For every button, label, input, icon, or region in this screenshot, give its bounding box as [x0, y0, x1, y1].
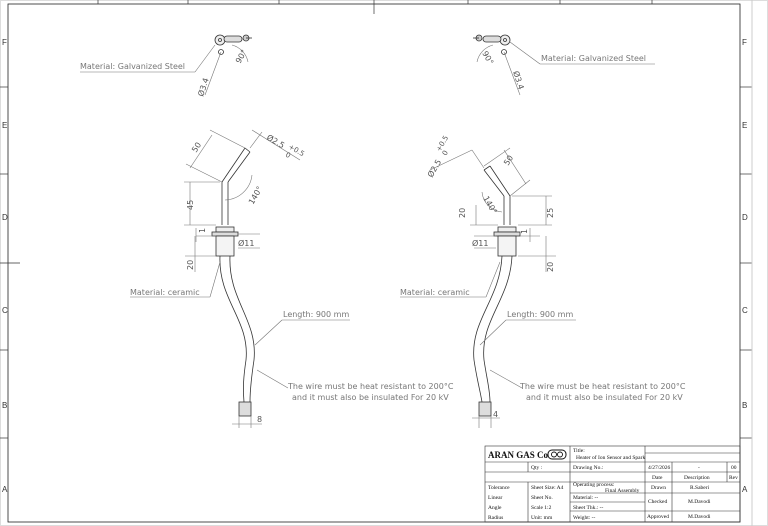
right-dim-20-b: 20: [546, 262, 555, 272]
right-electrode: [483, 165, 521, 257]
right-material-top: Material: Galvanized Steel: [541, 54, 646, 63]
zone-label-e-right: E: [742, 121, 747, 130]
company-logo: [547, 449, 567, 460]
col-description: Description: [684, 475, 710, 481]
zone-label-c-right: C: [742, 306, 748, 315]
title-block: ARAN GAS Co. Title: Heater of Ion Sensor…: [484, 445, 741, 523]
zone-label-d-right: D: [742, 213, 748, 222]
right-dim-11: Ø11: [472, 238, 488, 248]
scale: Scale 1:2: [531, 505, 552, 511]
right-dim-4: 4: [493, 410, 498, 419]
title-value: Heater of Ion Sensor and Spark: [576, 454, 645, 461]
qty-label: Qty :: [531, 465, 543, 471]
left-material-top: Material: Galvanized Steel: [80, 62, 185, 71]
left-dim-8: 8: [257, 415, 262, 424]
left-dim-20: 20: [186, 260, 195, 270]
sheet-size: Sheet Size: A4: [531, 485, 564, 491]
right-material-ceramic: Material: ceramic: [400, 288, 470, 297]
left-wire-note-1: The wire must be heat resistant to 200°C: [287, 382, 454, 391]
tolerance-label: Tolerance: [488, 485, 510, 491]
right-dim-25: 25: [546, 208, 555, 218]
zone-label-f-right: F: [742, 38, 747, 47]
left-dim-11: Ø11: [238, 238, 254, 248]
left-dim-tip-tol-zero: 0: [284, 151, 292, 160]
left-view: Ø3.4 90° Material: Galvanized Steel 50 Ø…: [80, 34, 454, 428]
right-wire-note-1: The wire must be heat resistant to 200°C: [519, 382, 686, 391]
angle-label: Angle: [488, 505, 502, 511]
right-dim-20-a: 20: [458, 208, 467, 218]
sheet-thk: Sheet Thk.: --: [573, 505, 603, 511]
zone-label-f: F: [2, 38, 7, 47]
zone-label-c: C: [2, 306, 8, 315]
right-dim-1: 1: [520, 229, 529, 234]
right-dim-tip-tol-zero: 0: [441, 149, 450, 157]
drawn-label: Drawn: [651, 485, 666, 491]
unit: Unit: mm: [531, 515, 553, 521]
right-bracket: [473, 34, 511, 55]
weight: Weight: --: [573, 515, 595, 521]
linear-label: Linear: [488, 495, 503, 501]
zone-label-e: E: [2, 121, 7, 130]
left-dim-1: 1: [198, 228, 207, 233]
op-process-label: Operating process:: [573, 482, 615, 488]
zone-label-b-right: B: [742, 401, 747, 410]
rev-dash: -: [698, 465, 700, 471]
op-process-value: Final Assembly: [605, 488, 640, 494]
approved-label: Approved: [647, 514, 669, 520]
drawing-no-label: Drawing No.:: [573, 465, 604, 471]
zone-label-a: A: [2, 485, 8, 494]
zone-label-d: D: [2, 213, 8, 222]
rev-number: 00: [731, 465, 737, 471]
right-wire-note-2: and it must also be insulated For 20 kV: [526, 393, 683, 402]
col-rev: Rev: [729, 475, 738, 481]
company-name: ARAN GAS Co.: [488, 450, 550, 460]
checked-label: Checked: [648, 499, 667, 505]
material-field: Material: --: [573, 495, 598, 501]
col-date: Date: [652, 475, 663, 481]
right-length: Length: 900 mm: [507, 310, 573, 319]
left-length: Length: 900 mm: [283, 310, 349, 319]
zone-label-b: B: [2, 401, 7, 410]
left-wire-note-2: and it must also be insulated For 20 kV: [292, 393, 449, 402]
left-dim-45: 45: [186, 200, 195, 210]
sheet-no: Sheet No.: [531, 495, 553, 501]
drawn-by: R.Saberi: [690, 485, 710, 491]
left-material-ceramic: Material: ceramic: [130, 288, 200, 297]
left-electrode: [211, 147, 251, 257]
radius-label: Radius: [488, 515, 503, 521]
zone-label-a-right: A: [742, 485, 748, 494]
rev-date: 4/27/2026: [648, 465, 671, 471]
approved-by: M.Davodi: [688, 514, 711, 520]
title-label: Title:: [573, 448, 585, 454]
checked-by: M.Davodi: [688, 499, 711, 505]
left-bracket: [214, 34, 252, 55]
